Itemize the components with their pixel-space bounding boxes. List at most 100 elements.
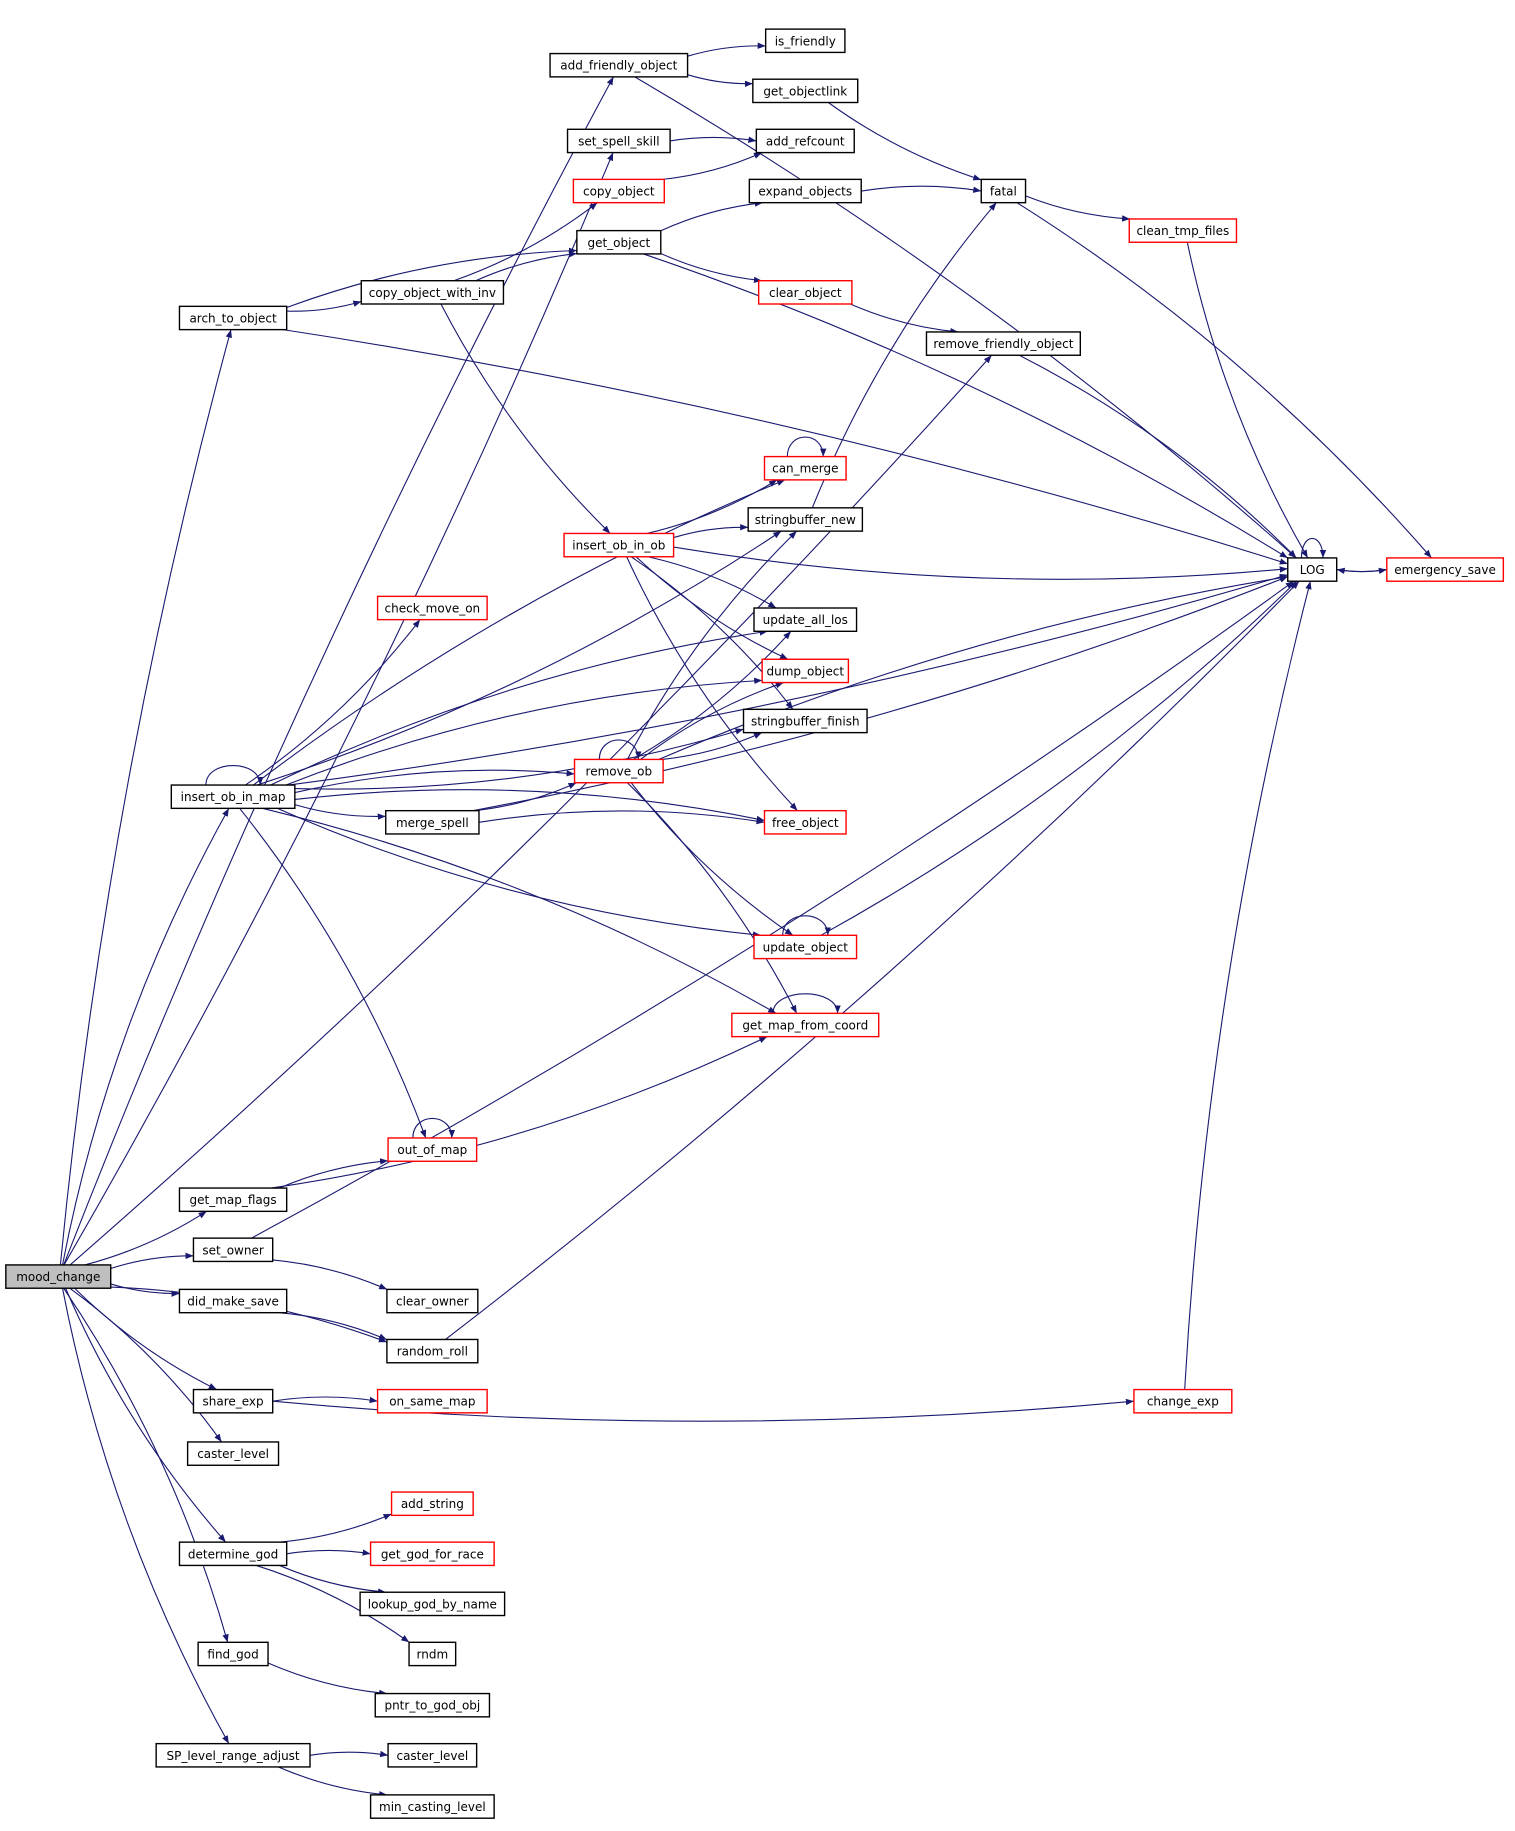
node-layer: mood_change add_friendly_object is_friendl…: [5, 28, 1505, 1819]
edge-mood_change-to-remove_friendly_object: [69, 354, 993, 1266]
node-box: [178, 305, 288, 331]
node-box: [386, 1288, 479, 1314]
node-box: [1386, 557, 1505, 582]
edge-remove_ob-to-update_object: [630, 782, 794, 936]
node-emergency_save[interactable]: emergency_save: [1386, 557, 1505, 582]
node-box: [192, 1388, 274, 1414]
edge-merge_spell-to-free_object: [478, 810, 765, 825]
node-box: [186, 1441, 280, 1466]
node-update_all_los[interactable]: update_all_los: [753, 607, 858, 632]
node-rndm[interactable]: rndm: [408, 1641, 457, 1667]
node-add_friendly_object[interactable]: add_friendly_object: [549, 52, 689, 78]
node-set_spell_skill[interactable]: set_spell_skill: [566, 128, 671, 154]
edge-add_friendly_object-to-is_friendly: [687, 42, 766, 57]
node-label: add_string: [401, 1497, 464, 1511]
edge-random_roll-to-LOG: [445, 580, 1300, 1340]
node-label: stringbuffer_new: [755, 513, 856, 527]
node-box: [155, 1742, 311, 1768]
node-expand_objects[interactable]: expand_objects: [748, 178, 862, 204]
node-mood_change[interactable]: mood_change: [5, 1264, 112, 1289]
edge-remove_ob-to-stringbuffer_new: [626, 530, 798, 760]
node-label: change_exp: [1147, 1395, 1219, 1409]
node-caster_level_1[interactable]: caster_level: [186, 1441, 280, 1466]
node-arch_to_object[interactable]: arch_to_object: [178, 305, 288, 331]
node-caster_level_2[interactable]: caster_level: [387, 1742, 478, 1768]
edge-mood_change-to-add_friendly_object: [63, 76, 614, 1266]
node-get_map_from_coord[interactable]: get_map_from_coord: [731, 1012, 880, 1038]
node-box: [549, 52, 689, 78]
node-SP_level_range_adjust[interactable]: SP_level_range_adjust: [155, 1742, 311, 1768]
node-on_same_map[interactable]: on_same_map: [376, 1388, 488, 1414]
edge-get_object-to-clear_object: [660, 253, 762, 284]
node-can_merge[interactable]: can_merge: [763, 455, 847, 481]
edge-expand_objects-to-fatal: [861, 185, 982, 193]
node-box: [192, 1237, 274, 1263]
node-insert_ob_in_ob[interactable]: insert_ob_in_ob: [563, 532, 675, 558]
node-insert_ob_in_map[interactable]: insert_ob_in_map: [170, 784, 296, 810]
node-copy_object_with_inv[interactable]: copy_object_with_inv: [360, 280, 505, 305]
node-free_object[interactable]: free_object: [763, 809, 847, 835]
node-label: remove_friendly_object: [933, 337, 1073, 351]
node-get_map_flags[interactable]: get_map_flags: [178, 1187, 288, 1213]
edge-insert_ob_in_map-to-stringbuffer_new: [256, 530, 782, 786]
node-set_owner[interactable]: set_owner: [192, 1237, 274, 1263]
edge-insert_ob_in_map-to-remove_ob: [294, 769, 575, 794]
node-box: [761, 658, 850, 684]
node-label: stringbuffer_finish: [751, 714, 860, 728]
node-did_make_save[interactable]: did_make_save: [178, 1288, 288, 1314]
edge-copy_object-to-add_refcount: [662, 152, 763, 180]
node-min_casting_level[interactable]: min_casting_level: [369, 1794, 495, 1819]
node-box: [731, 1012, 880, 1038]
node-check_move_on[interactable]: check_move_on: [376, 595, 488, 621]
node-get_god_for_race[interactable]: get_god_for_race: [369, 1541, 495, 1567]
node-label: is_friendly: [775, 34, 836, 48]
node-label: set_spell_skill: [578, 134, 659, 148]
node-label: set_owner: [202, 1243, 263, 1257]
node-random_roll[interactable]: random_roll: [386, 1338, 479, 1364]
node-remove_friendly_object[interactable]: remove_friendly_object: [925, 331, 1082, 356]
node-box: [387, 1137, 478, 1162]
node-clear_owner[interactable]: clear_owner: [386, 1288, 479, 1314]
node-label: dump_object: [767, 664, 845, 678]
edge-get_object-to-expand_objects: [660, 200, 763, 232]
node-determine_god[interactable]: determine_god: [178, 1541, 288, 1567]
node-LOG[interactable]: LOG: [1287, 557, 1338, 582]
node-lookup_god_by_name[interactable]: lookup_god_by_name: [359, 1591, 506, 1617]
node-pntr_to_god_obj[interactable]: pntr_to_god_obj: [374, 1692, 491, 1718]
node-clear_object[interactable]: clear_object: [757, 280, 853, 305]
edge-determine_god-to-get_god_for_race: [286, 1549, 371, 1556]
edge-mood_change-to-SP_level_range_adjust: [61, 1288, 230, 1744]
node-add_refcount[interactable]: add_refcount: [755, 128, 855, 154]
node-copy_object[interactable]: copy_object: [572, 178, 665, 204]
edge-insert_ob_in_ob-to-can_merge: [646, 479, 778, 534]
node-label: update_all_los: [763, 613, 848, 627]
node-get_objectlink[interactable]: get_objectlink: [752, 78, 859, 104]
node-box: [572, 178, 665, 204]
node-stringbuffer_new[interactable]: stringbuffer_new: [747, 507, 864, 532]
node-share_exp[interactable]: share_exp: [192, 1388, 274, 1414]
edge-mood_change-to-find_god: [63, 1287, 229, 1643]
edge-mood_change-to-set_spell_skill: [63, 152, 614, 1266]
node-fatal[interactable]: fatal: [980, 178, 1027, 204]
node-label: update_object: [763, 940, 849, 954]
edge-layer: [59, 42, 1432, 1798]
node-get_object[interactable]: get_object: [576, 229, 662, 255]
node-merge_spell[interactable]: merge_spell: [385, 809, 480, 835]
node-out_of_map[interactable]: out_of_map: [387, 1137, 478, 1162]
node-box: [748, 178, 862, 204]
node-update_object[interactable]: update_object: [753, 934, 858, 960]
node-find_god[interactable]: find_god: [197, 1641, 269, 1667]
node-add_string[interactable]: add_string: [390, 1491, 474, 1517]
node-stringbuffer_finish[interactable]: stringbuffer_finish: [742, 708, 868, 734]
node-label: get_object: [587, 236, 650, 250]
node-remove_ob[interactable]: remove_ob: [573, 758, 664, 784]
edge-SP_level_range_adjust-to-min_casting_level: [278, 1766, 388, 1798]
node-label: clean_tmp_files: [1136, 224, 1229, 238]
node-clean_tmp_files[interactable]: clean_tmp_files: [1128, 218, 1238, 243]
edge-merge_spell-to-LOG: [472, 576, 1288, 812]
node-is_friendly[interactable]: is_friendly: [764, 28, 846, 54]
node-dump_object[interactable]: dump_object: [761, 658, 850, 684]
node-change_exp[interactable]: change_exp: [1133, 1388, 1233, 1414]
node-label: get_objectlink: [763, 84, 847, 98]
node-label: emergency_save: [1394, 563, 1496, 577]
